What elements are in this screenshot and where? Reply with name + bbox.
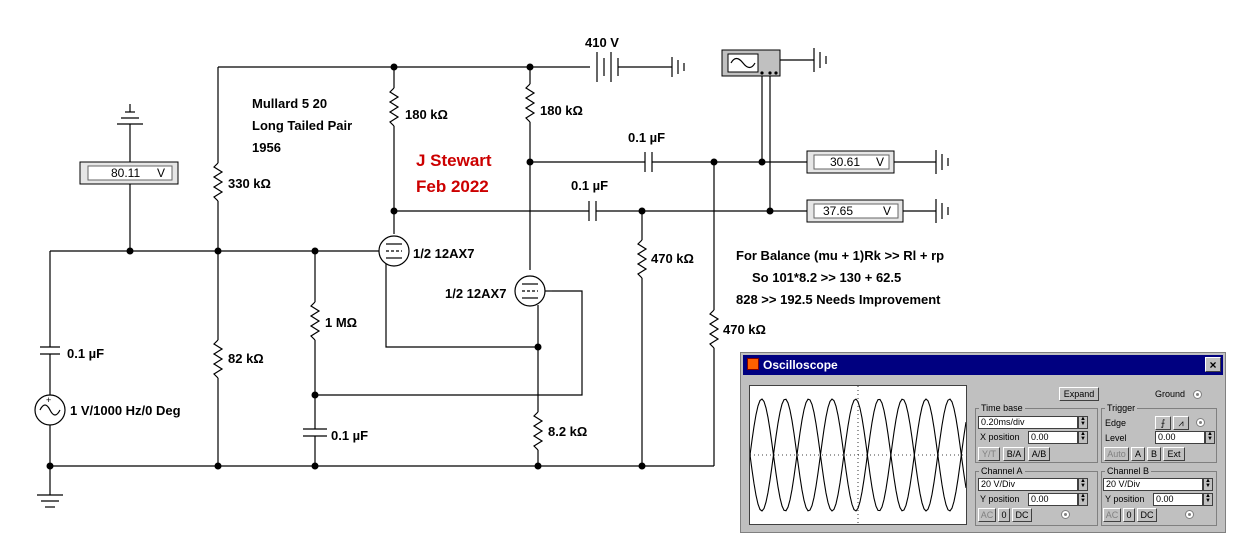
timebase-label: Time base — [979, 403, 1025, 413]
note-line-2: So 101*8.2 >> 130 + 62.5 — [752, 270, 901, 285]
tube-1-icon — [378, 235, 410, 267]
tube-2-icon — [514, 275, 552, 307]
voltmeter-bias: 80.11 V — [79, 161, 179, 185]
oscilloscope-title: Oscilloscope — [763, 358, 838, 372]
c-grid-label: 0.1 µF — [331, 428, 368, 443]
voltmeter-out-a-unit: V — [876, 155, 884, 169]
author-label: J Stewart — [416, 151, 492, 170]
level-label: Level — [1105, 433, 1127, 443]
mode-ba-button[interactable]: B/A — [1003, 447, 1025, 461]
channel-a-ypos-spinner[interactable]: ▲▼ — [1078, 493, 1088, 506]
channel-b-zero-button[interactable]: 0 — [1123, 508, 1135, 522]
trace-channel-b — [749, 398, 967, 512]
supply-label: 410 V — [585, 35, 619, 50]
level-spinner[interactable]: ▲▼ — [1205, 431, 1215, 444]
voltmeter-out-a: 30.61 V — [806, 150, 895, 174]
channel-a-group — [975, 471, 1098, 526]
ac-source-icon: + — [34, 394, 66, 426]
oscilloscope-titlebar[interactable]: Oscilloscope × — [743, 355, 1223, 375]
channel-b-dc-button[interactable]: DC — [1137, 508, 1157, 522]
channel-a-zero-button[interactable]: 0 — [998, 508, 1010, 522]
channel-b-group — [1101, 471, 1217, 526]
oscilloscope-window: Oscilloscope × Expand Ground Time base 0… — [740, 352, 1226, 533]
x-position-field[interactable]: 0.00 — [1028, 431, 1078, 444]
r-grid-label: 1 MΩ — [325, 315, 357, 330]
r-plate1-label: 180 kΩ — [405, 107, 448, 122]
voltmeter-out-b: 37.65 V — [806, 199, 904, 223]
expand-button[interactable]: Expand — [1059, 387, 1099, 401]
channel-b-ypos-label: Y position — [1105, 494, 1145, 504]
c-input-label: 0.1 µF — [67, 346, 104, 361]
voltmeter-out-b-unit: V — [883, 204, 891, 218]
oscilloscope-app-icon — [747, 358, 759, 370]
source-label: 1 V/1000 Hz/0 Deg — [70, 403, 181, 418]
ground-terminal[interactable] — [1193, 390, 1202, 399]
edge-label: Edge — [1105, 418, 1127, 428]
svg-text:+: + — [46, 395, 51, 405]
oscilloscope-screen — [749, 385, 967, 525]
oscilloscope-instrument-icon[interactable] — [721, 49, 781, 77]
trigger-terminal[interactable] — [1196, 418, 1205, 427]
r-load2-label: 470 kΩ — [723, 322, 766, 337]
channel-b-scale-spinner[interactable]: ▲▼ — [1203, 478, 1213, 491]
channel-b-terminal[interactable] — [1185, 510, 1194, 519]
oscilloscope-trace — [749, 386, 967, 524]
tube-1-label: 1/2 12AX7 — [413, 246, 474, 261]
r-load1-label: 470 kΩ — [651, 251, 694, 266]
x-position-spinner[interactable]: ▲▼ — [1078, 431, 1088, 444]
channel-a-scale-spinner[interactable]: ▲▼ — [1078, 478, 1088, 491]
title-line-2: Long Tailed Pair — [252, 118, 352, 133]
edge-rising-icon[interactable]: ⨍ — [1155, 416, 1171, 430]
date-label: Feb 2022 — [416, 177, 489, 196]
mode-yt-button[interactable]: Y/T — [978, 447, 1000, 461]
trigger-b-button[interactable]: B — [1147, 447, 1161, 461]
channel-a-ypos-label: Y position — [980, 494, 1020, 504]
tube-2-label: 1/2 12AX7 — [445, 286, 506, 301]
trigger-a-button[interactable]: A — [1131, 447, 1145, 461]
r-left-bottom-label: 82 kΩ — [228, 351, 264, 366]
close-button[interactable]: × — [1205, 357, 1221, 372]
voltmeter-bias-value: 80.11 — [111, 166, 140, 180]
channel-b-ac-button[interactable]: AC — [1103, 508, 1121, 522]
ground-label: Ground — [1155, 389, 1186, 399]
level-field[interactable]: 0.00 — [1155, 431, 1205, 444]
title-line-3: 1956 — [252, 140, 281, 155]
c-out-top-label: 0.1 µF — [628, 130, 665, 145]
voltmeter-out-b-value: 37.65 — [823, 204, 853, 218]
r-plate2-label: 180 kΩ — [540, 103, 583, 118]
trigger-group — [1101, 408, 1217, 463]
trigger-auto-button[interactable]: Auto — [1104, 447, 1129, 461]
note-line-1: For Balance (mu + 1)Rk >> Rl + rp — [736, 248, 944, 263]
channel-a-terminal[interactable] — [1061, 510, 1070, 519]
trace-channel-a — [749, 398, 967, 512]
wires — [40, 52, 807, 495]
edge-falling-icon[interactable]: ⩘ — [1173, 416, 1189, 430]
junction-dots — [46, 63, 774, 470]
r-tail-label: 8.2 kΩ — [548, 424, 587, 439]
channel-a-ac-button[interactable]: AC — [978, 508, 996, 522]
trigger-label: Trigger — [1105, 403, 1138, 413]
c-out-bottom-label: 0.1 µF — [571, 178, 608, 193]
mode-ab-button[interactable]: A/B — [1028, 447, 1050, 461]
channel-b-label: Channel B — [1105, 466, 1152, 476]
title-line-1: Mullard 5 20 — [252, 96, 327, 111]
timebase-group — [975, 408, 1098, 463]
channel-b-ypos-spinner[interactable]: ▲▼ — [1203, 493, 1213, 506]
voltmeter-bias-unit: V — [157, 166, 165, 180]
ground-symbols — [37, 48, 949, 508]
voltmeter-out-a-value: 30.61 — [830, 155, 860, 169]
channel-a-dc-button[interactable]: DC — [1012, 508, 1032, 522]
channel-a-label: Channel A — [979, 466, 1025, 476]
note-line-3: 828 >> 192.5 Needs Improvement — [736, 292, 941, 307]
channel-b-ypos-field[interactable]: 0.00 — [1153, 493, 1203, 506]
channel-a-scale-field[interactable]: 20 V/Div — [978, 478, 1078, 491]
trigger-ext-button[interactable]: Ext — [1163, 447, 1185, 461]
x-position-label: X position — [980, 432, 1020, 442]
timebase-spinner[interactable]: ▲▼ — [1078, 416, 1088, 429]
channel-a-ypos-field[interactable]: 0.00 — [1028, 493, 1078, 506]
r-left-top-label: 330 kΩ — [228, 176, 271, 191]
timebase-field[interactable]: 0.20ms/div — [978, 416, 1078, 429]
channel-b-scale-field[interactable]: 20 V/Div — [1103, 478, 1203, 491]
